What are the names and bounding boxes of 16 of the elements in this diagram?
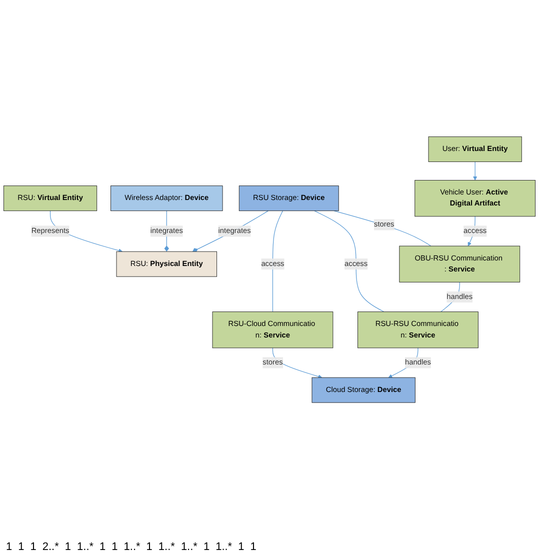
multiplicity-label: 1..* bbox=[158, 541, 175, 553]
multiplicity-label: 1..* bbox=[180, 541, 198, 553]
multiplicity-label: 1..* bbox=[216, 541, 232, 553]
multiplicity-label: 1 bbox=[250, 541, 256, 553]
multiplicity-label: 1..* bbox=[124, 541, 140, 553]
multiplicity-label: 1 bbox=[203, 541, 210, 553]
multiplicity-label: 1 bbox=[30, 541, 36, 553]
multiplicity-label: 1 bbox=[146, 541, 152, 553]
multiplicity-label: 1 bbox=[112, 541, 118, 553]
multiplicity-label: 1 bbox=[100, 541, 106, 553]
multiplicity-label: 1..* bbox=[77, 541, 94, 553]
multiplicity-label: 1 bbox=[18, 541, 24, 553]
multiplicity-label: 2..* bbox=[42, 541, 59, 553]
multiplicity-label: 1 bbox=[238, 541, 244, 553]
multiplicity-label: 1 bbox=[6, 541, 12, 553]
multiplicity-label: 1 bbox=[64, 541, 72, 553]
